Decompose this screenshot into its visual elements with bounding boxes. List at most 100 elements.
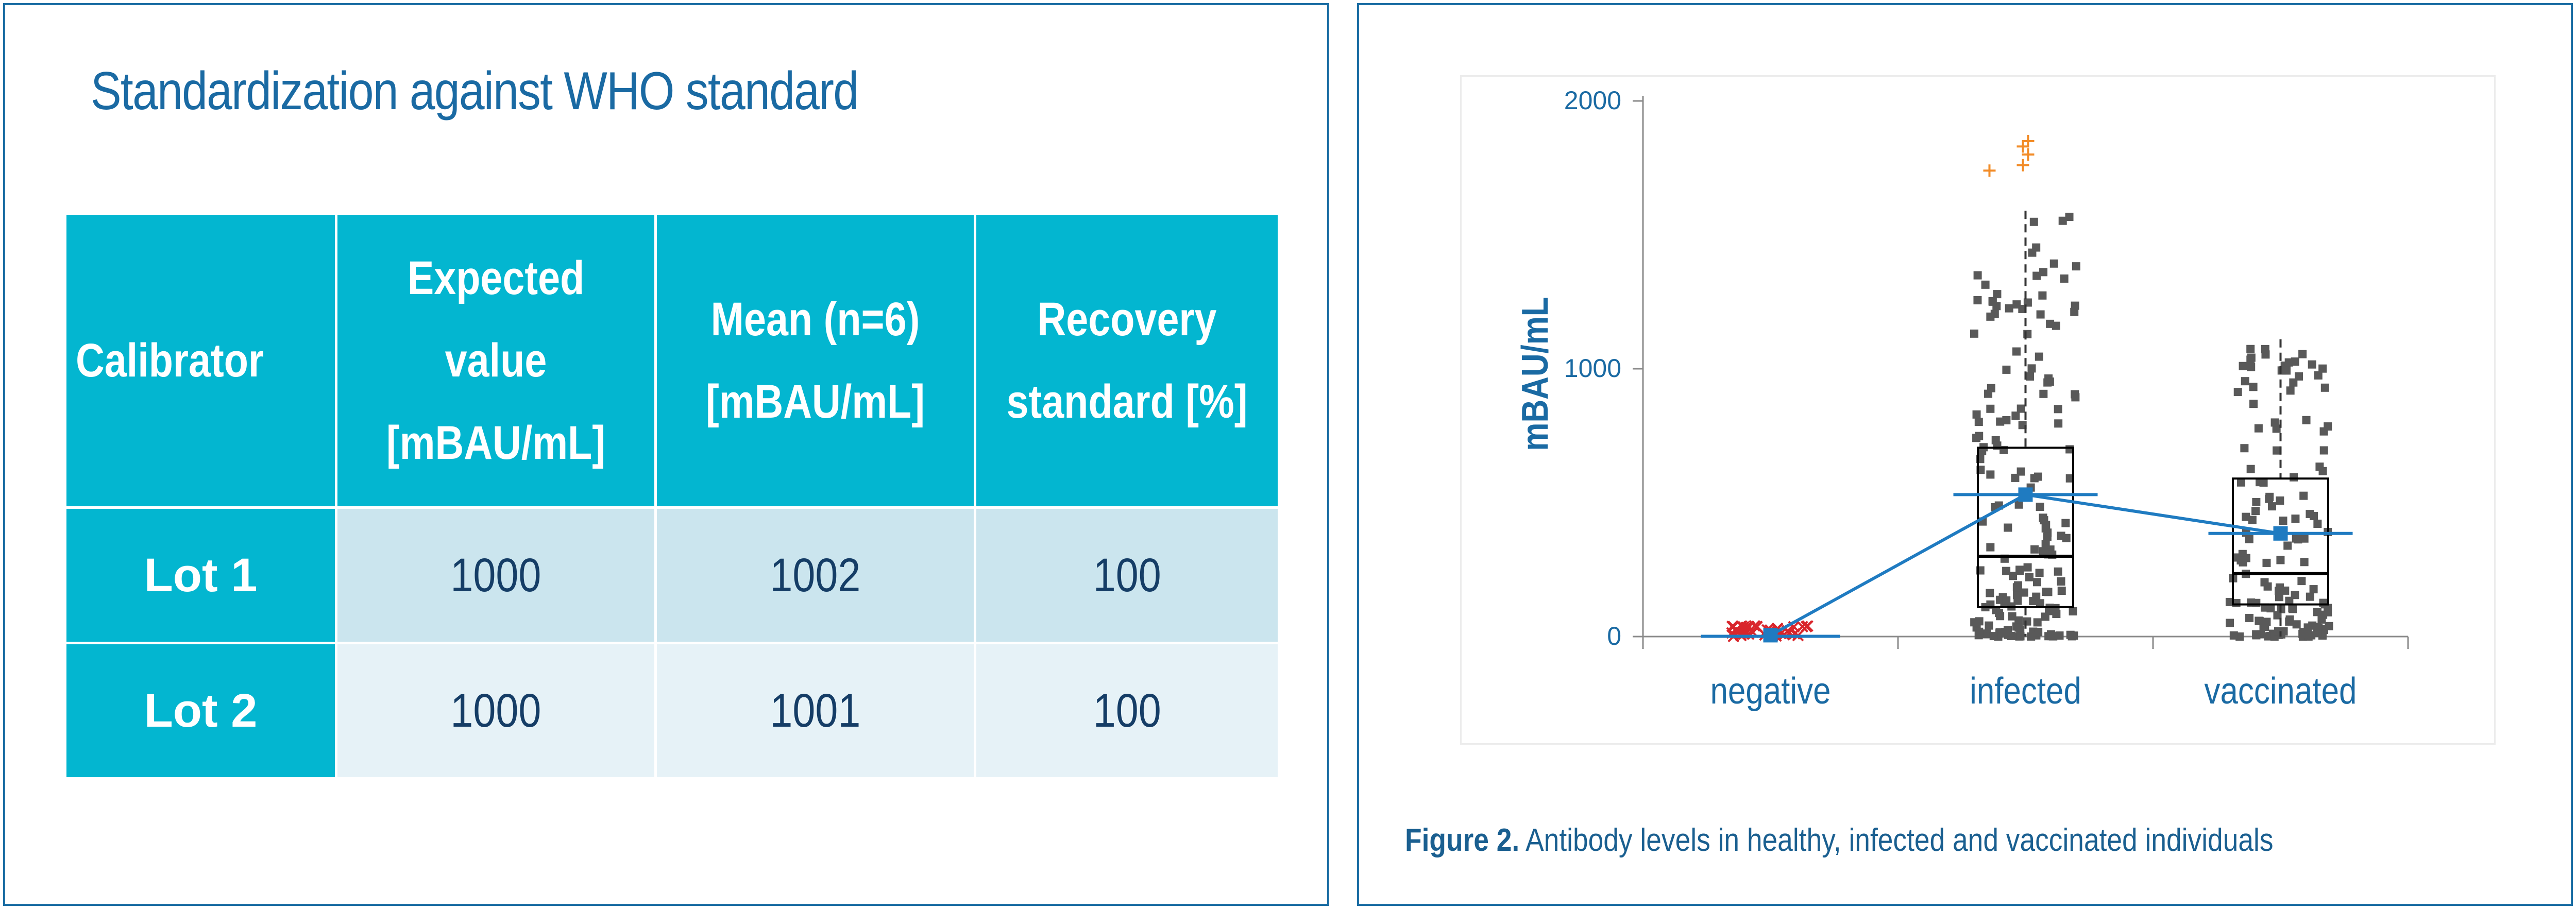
data-point-negative — [1738, 621, 1750, 633]
data-point-vaccinated — [2259, 478, 2268, 487]
data-point-infected — [2071, 301, 2079, 310]
data-point-infected — [2039, 389, 2048, 398]
data-point-infected — [1986, 543, 1995, 552]
chart-frame — [1460, 75, 2496, 745]
figure-caption-text: Antibody levels in healthy, infected and… — [1526, 822, 2274, 858]
x-tick-label-negative: negative — [1710, 671, 1831, 712]
data-point-infected — [2046, 319, 2055, 328]
data-point-infected — [2070, 307, 2079, 316]
data-point-infected — [1989, 632, 1998, 641]
recovery-cell: 100 — [974, 506, 1280, 644]
data-point-vaccinated — [2285, 596, 2294, 605]
data-point-infected — [2036, 310, 2045, 319]
data-point-vaccinated — [2265, 494, 2274, 503]
data-point-infected — [1996, 417, 2005, 426]
table-row: Lot 1 1000 1002 100 — [64, 506, 1280, 644]
data-point-vaccinated — [2314, 371, 2323, 380]
data-point-vaccinated — [2249, 383, 2258, 391]
data-point-vaccinated — [2275, 593, 2283, 602]
data-point-infected — [2043, 378, 2052, 387]
data-point-vaccinated — [2313, 629, 2321, 638]
data-point-vaccinated — [2285, 615, 2294, 624]
data-point-vaccinated — [2309, 585, 2318, 594]
y-tick-label: 0 — [1607, 622, 1621, 650]
data-point-vaccinated — [2319, 598, 2328, 607]
x-tick-label-vaccinated: vaccinated — [2205, 671, 2357, 712]
data-point-infected — [2016, 467, 2025, 476]
data-point-infected — [2008, 612, 2016, 621]
data-point-vaccinated — [2248, 516, 2257, 524]
data-point-vaccinated — [2283, 541, 2292, 550]
data-point-infected — [2004, 523, 2012, 532]
data-point-vaccinated — [2292, 534, 2300, 543]
table-row: Lot 2 1000 1001 100 — [64, 642, 1280, 780]
data-point-infected — [2039, 513, 2047, 522]
data-point-infected — [2027, 632, 2036, 641]
data-point-infected — [2012, 300, 2021, 309]
data-point-vaccinated — [2300, 534, 2309, 543]
data-point-infected — [2023, 563, 2032, 572]
data-point-infected — [2057, 531, 2065, 540]
data-point-infected — [2016, 404, 2025, 413]
data-point-infected — [2032, 592, 2041, 601]
outlier-point — [2022, 135, 2035, 147]
data-point-infected — [2057, 577, 2065, 586]
data-point-infected — [2055, 631, 2064, 640]
data-point-infected — [2014, 623, 2023, 632]
data-point-infected — [2035, 569, 2044, 577]
header-calibrator: Calibrator — [64, 212, 337, 509]
data-point-infected — [2026, 372, 2035, 381]
data-point-vaccinated — [2319, 427, 2328, 436]
data-point-vaccinated — [2245, 535, 2253, 543]
data-point-vaccinated — [2261, 345, 2269, 353]
data-point-infected — [2033, 618, 2042, 627]
data-point-infected — [2038, 291, 2047, 300]
data-point-infected — [1975, 617, 1984, 626]
outlier-point — [2022, 148, 2035, 161]
data-point-infected — [2043, 533, 2052, 541]
data-point-infected — [2001, 628, 2009, 637]
data-point-infected — [2039, 547, 2047, 556]
data-point-vaccinated — [2226, 619, 2234, 627]
data-point-infected — [2028, 248, 2037, 257]
mean-marker — [2018, 487, 2033, 502]
data-point-vaccinated — [2288, 604, 2297, 612]
data-point-vaccinated — [2299, 491, 2308, 500]
data-point-infected — [1973, 271, 1982, 280]
data-point-infected — [2041, 540, 2050, 548]
data-point-vaccinated — [2279, 517, 2287, 525]
data-point-infected — [2020, 588, 2028, 597]
expected-value-cell: 1000 — [335, 506, 657, 644]
data-point-vaccinated — [2273, 446, 2281, 455]
data-point-infected — [1986, 404, 1995, 413]
data-point-vaccinated — [2242, 512, 2250, 521]
data-point-infected — [2072, 262, 2080, 271]
standardization-table: Calibrator Expected value [mBAU/mL] Mean… — [64, 212, 1280, 780]
data-point-vaccinated — [2291, 514, 2300, 523]
data-point-infected — [2002, 596, 2011, 605]
data-point-vaccinated — [2247, 363, 2256, 371]
x-tick-label-infected: infected — [1970, 671, 2081, 712]
data-point-negative — [1731, 625, 1743, 637]
data-point-vaccinated — [2225, 597, 2234, 606]
header-recovery: Recovery standard [%] — [974, 212, 1280, 509]
data-point-vaccinated — [2317, 615, 2326, 624]
data-point-infected — [2033, 578, 2042, 587]
mean-value-cell: 1001 — [654, 642, 976, 780]
header-expected-value: Expected value [mBAU/mL] — [335, 212, 657, 509]
data-point-infected — [1981, 280, 1990, 289]
data-point-vaccinated — [2315, 462, 2324, 471]
mean-value-cell: 1002 — [654, 506, 976, 644]
data-point-vaccinated — [2260, 578, 2269, 587]
data-point-infected — [2014, 500, 2023, 509]
data-point-infected — [1982, 630, 1991, 639]
data-point-infected — [1987, 384, 1995, 392]
data-point-infected — [2030, 545, 2039, 554]
data-point-vaccinated — [2306, 592, 2314, 601]
data-point-vaccinated — [2318, 364, 2327, 373]
chart-slide-panel — [1357, 3, 2573, 906]
table-header-row: Calibrator Expected value [mBAU/mL] Mean… — [64, 212, 1280, 509]
expected-value-cell: 1000 — [335, 642, 657, 780]
data-point-negative — [1730, 624, 1742, 637]
